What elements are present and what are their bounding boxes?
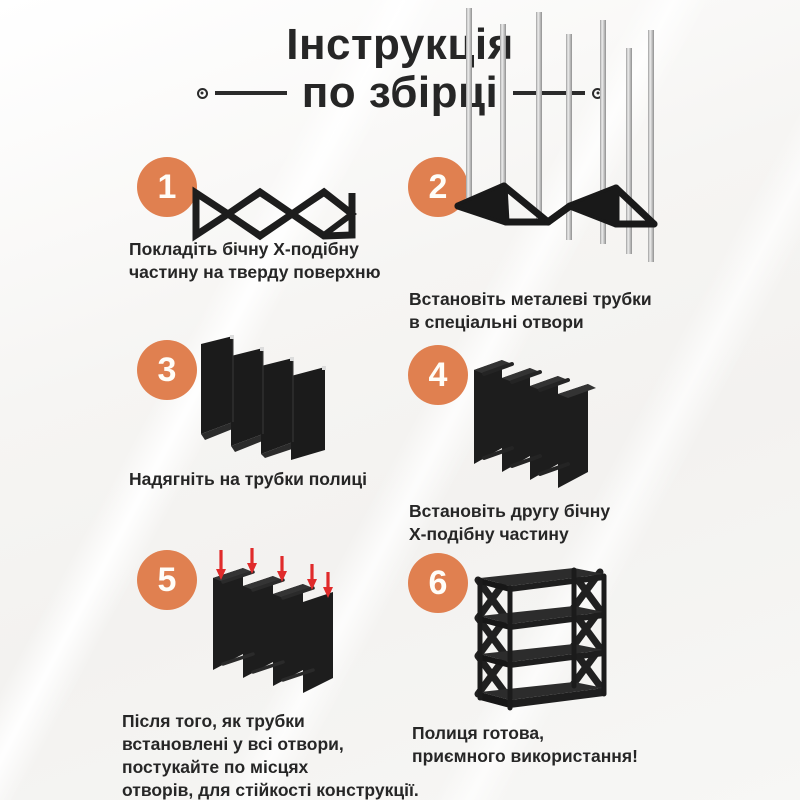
title-line-1: Інструкція <box>286 20 514 69</box>
step-number-badge-6: 6 <box>408 553 468 613</box>
illustration-shelves-with-second-frame <box>468 348 603 488</box>
title-line-2: по збірці <box>301 68 499 118</box>
step-number-badge-1: 1 <box>137 157 197 217</box>
step-number-badge-5: 5 <box>137 550 197 610</box>
step-caption-2: Встановіть металеві трубки в спеціальні … <box>409 289 652 333</box>
step-6: 6 <box>400 0 800 800</box>
step-number-badge-3: 3 <box>137 340 197 400</box>
ring-dot-icon <box>196 87 208 99</box>
step-caption-3: Надягніть на трубки полиці <box>129 469 368 489</box>
step-4: 4 <box>400 0 800 560</box>
horizontal-rule-icon <box>214 91 287 96</box>
title-decoration-left <box>196 87 294 99</box>
step-caption-6: Полиця готова, приємного використання! <box>412 723 638 767</box>
step-caption-5: Після того, як трубки встановлені у всі … <box>122 711 419 800</box>
page-title: Інструкція по збірці <box>0 20 800 118</box>
illustration-frame-with-vertical-tubes <box>448 0 668 285</box>
step-caption-4: Встановіть другу бічну X-подібну частину <box>409 501 611 545</box>
illustration-shelves-with-red-tap-arrows <box>195 548 350 693</box>
illustration-four-shelf-panels <box>195 330 345 460</box>
illustration-x-frame-folded-flat <box>188 183 360 245</box>
illustration-finished-four-tier-shelf <box>468 560 613 720</box>
step-2: 2 <box>400 0 800 340</box>
step-1: 1 Покладіть бічну X-подібну частину на т… <box>0 0 400 300</box>
step-number-badge-4: 4 <box>408 345 468 405</box>
horizontal-rule-icon <box>513 91 586 96</box>
title-row-with-decorations: по збірці <box>0 68 800 118</box>
step-5: 5 <box>122 548 419 800</box>
step-caption-1: Покладіть бічну X-подібну частину на тве… <box>129 239 381 283</box>
tap-arrows <box>216 548 333 598</box>
step-3: 3 <box>0 0 400 510</box>
